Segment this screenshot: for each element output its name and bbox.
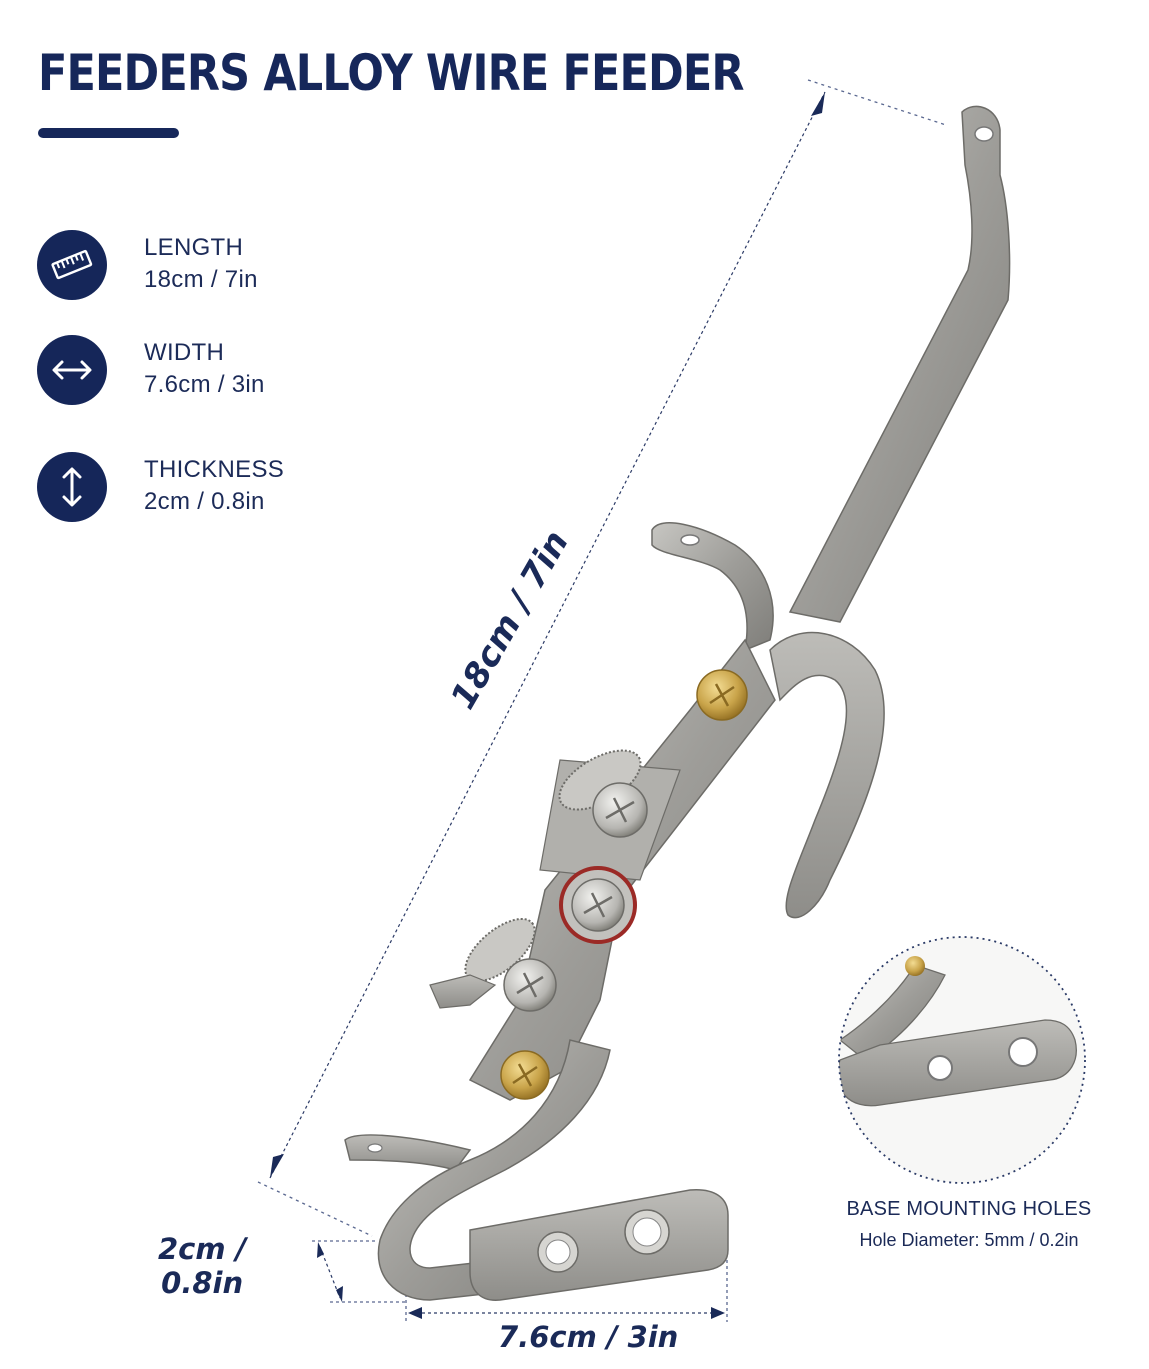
wire-feeder — [344, 105, 1011, 1301]
spec-label: LENGTH — [144, 234, 244, 261]
horizontal-arrow-icon — [37, 335, 107, 405]
spec-value: 18cm / 7in — [144, 266, 258, 293]
length-dimension — [257, 79, 947, 1237]
page-title: FEEDERS ALLOY WIRE FEEDER — [38, 44, 744, 102]
thickness-label-line2: 0.8in — [161, 1266, 244, 1300]
spec-value: 7.6cm / 3in — [144, 371, 265, 398]
spec-length: LENGTH 18cm / 7in — [37, 230, 367, 310]
inset-subtitle: Hole Diameter: 5mm / 0.2in — [859, 1230, 1079, 1250]
spec-label: WIDTH — [144, 339, 225, 366]
spec-width: WIDTH 7.6cm / 3in — [37, 335, 367, 415]
spec-value: 2cm / 0.8in — [144, 488, 265, 515]
vertical-arrow-icon — [37, 452, 107, 522]
inset-caption: BASE MOUNTING HOLES Hole Diameter: 5mm /… — [824, 1198, 1114, 1251]
thickness-label-line1: 2cm / — [158, 1232, 247, 1266]
title-underline — [38, 128, 179, 138]
inset-title: BASE MOUNTING HOLES — [846, 1198, 1092, 1220]
thickness-dimension-label: 2cm / 0.8in — [158, 1232, 246, 1300]
width-dimension-label: 7.6cm / 3in — [498, 1320, 679, 1354]
ruler-icon — [37, 230, 107, 300]
thickness-dimension — [312, 1240, 405, 1303]
spec-thickness: THICKNESS 2cm / 0.8in — [37, 452, 367, 532]
spec-label: THICKNESS — [144, 456, 285, 483]
base-holes-inset — [838, 936, 1086, 1184]
